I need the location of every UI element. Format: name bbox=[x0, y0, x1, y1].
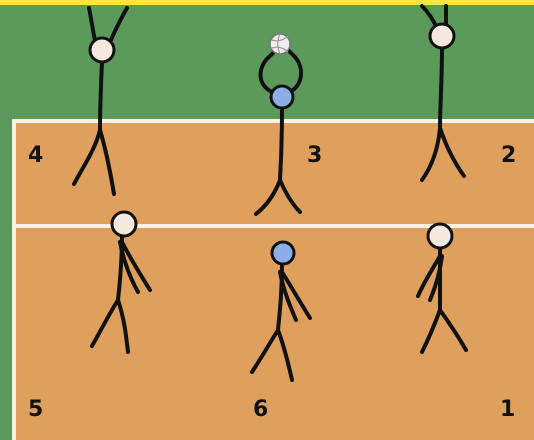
player-3-leg-left bbox=[254, 178, 282, 216]
player-6-head bbox=[270, 240, 296, 266]
player-2-arm-left bbox=[420, 4, 438, 28]
player-1-leg-left bbox=[420, 308, 442, 354]
player-5-arm-left bbox=[118, 240, 140, 294]
court-surface bbox=[12, 120, 534, 440]
player-5-leg-left bbox=[90, 298, 120, 348]
player-position-6 bbox=[250, 240, 312, 382]
player-1-arm-right bbox=[428, 254, 444, 302]
position-label-5: 5 bbox=[28, 397, 43, 422]
position-label-6: 6 bbox=[253, 397, 268, 422]
position-label-1: 1 bbox=[500, 397, 515, 422]
player-4-head bbox=[88, 36, 116, 64]
player-5-leg-right bbox=[116, 298, 130, 354]
player-5-arm-right bbox=[120, 240, 152, 292]
player-5-head bbox=[110, 210, 138, 238]
player-3-head bbox=[269, 84, 295, 110]
position-label-3: 3 bbox=[307, 143, 322, 168]
player-position-3 bbox=[254, 33, 303, 216]
position-label-4: 4 bbox=[28, 143, 43, 168]
player-1-head bbox=[426, 222, 454, 250]
player-3-leg-right bbox=[278, 178, 302, 214]
player-4-leg-right bbox=[98, 128, 116, 196]
player-position-5 bbox=[90, 210, 152, 354]
player-1-arm-left bbox=[416, 254, 442, 298]
player-6-arm-left bbox=[278, 270, 298, 322]
player-6-leg-left bbox=[250, 328, 280, 374]
player-4-leg-left bbox=[72, 128, 102, 186]
player-4-torso bbox=[98, 60, 104, 132]
player-position-1 bbox=[416, 222, 468, 354]
top-edge-stripe bbox=[0, 0, 534, 5]
player-2-leg-right bbox=[438, 126, 466, 178]
player-6-leg-right bbox=[276, 328, 294, 382]
player-1-leg-right bbox=[438, 308, 468, 352]
player-6-arm-right bbox=[280, 270, 312, 320]
player-position-4 bbox=[72, 6, 129, 196]
player-2-head bbox=[428, 22, 456, 50]
volleyball-icon bbox=[269, 33, 291, 55]
player-3-torso bbox=[278, 108, 284, 182]
position-label-2: 2 bbox=[501, 143, 516, 168]
player-position-2 bbox=[420, 4, 466, 182]
player-2-torso bbox=[438, 46, 444, 130]
player-2-leg-left bbox=[420, 126, 442, 182]
